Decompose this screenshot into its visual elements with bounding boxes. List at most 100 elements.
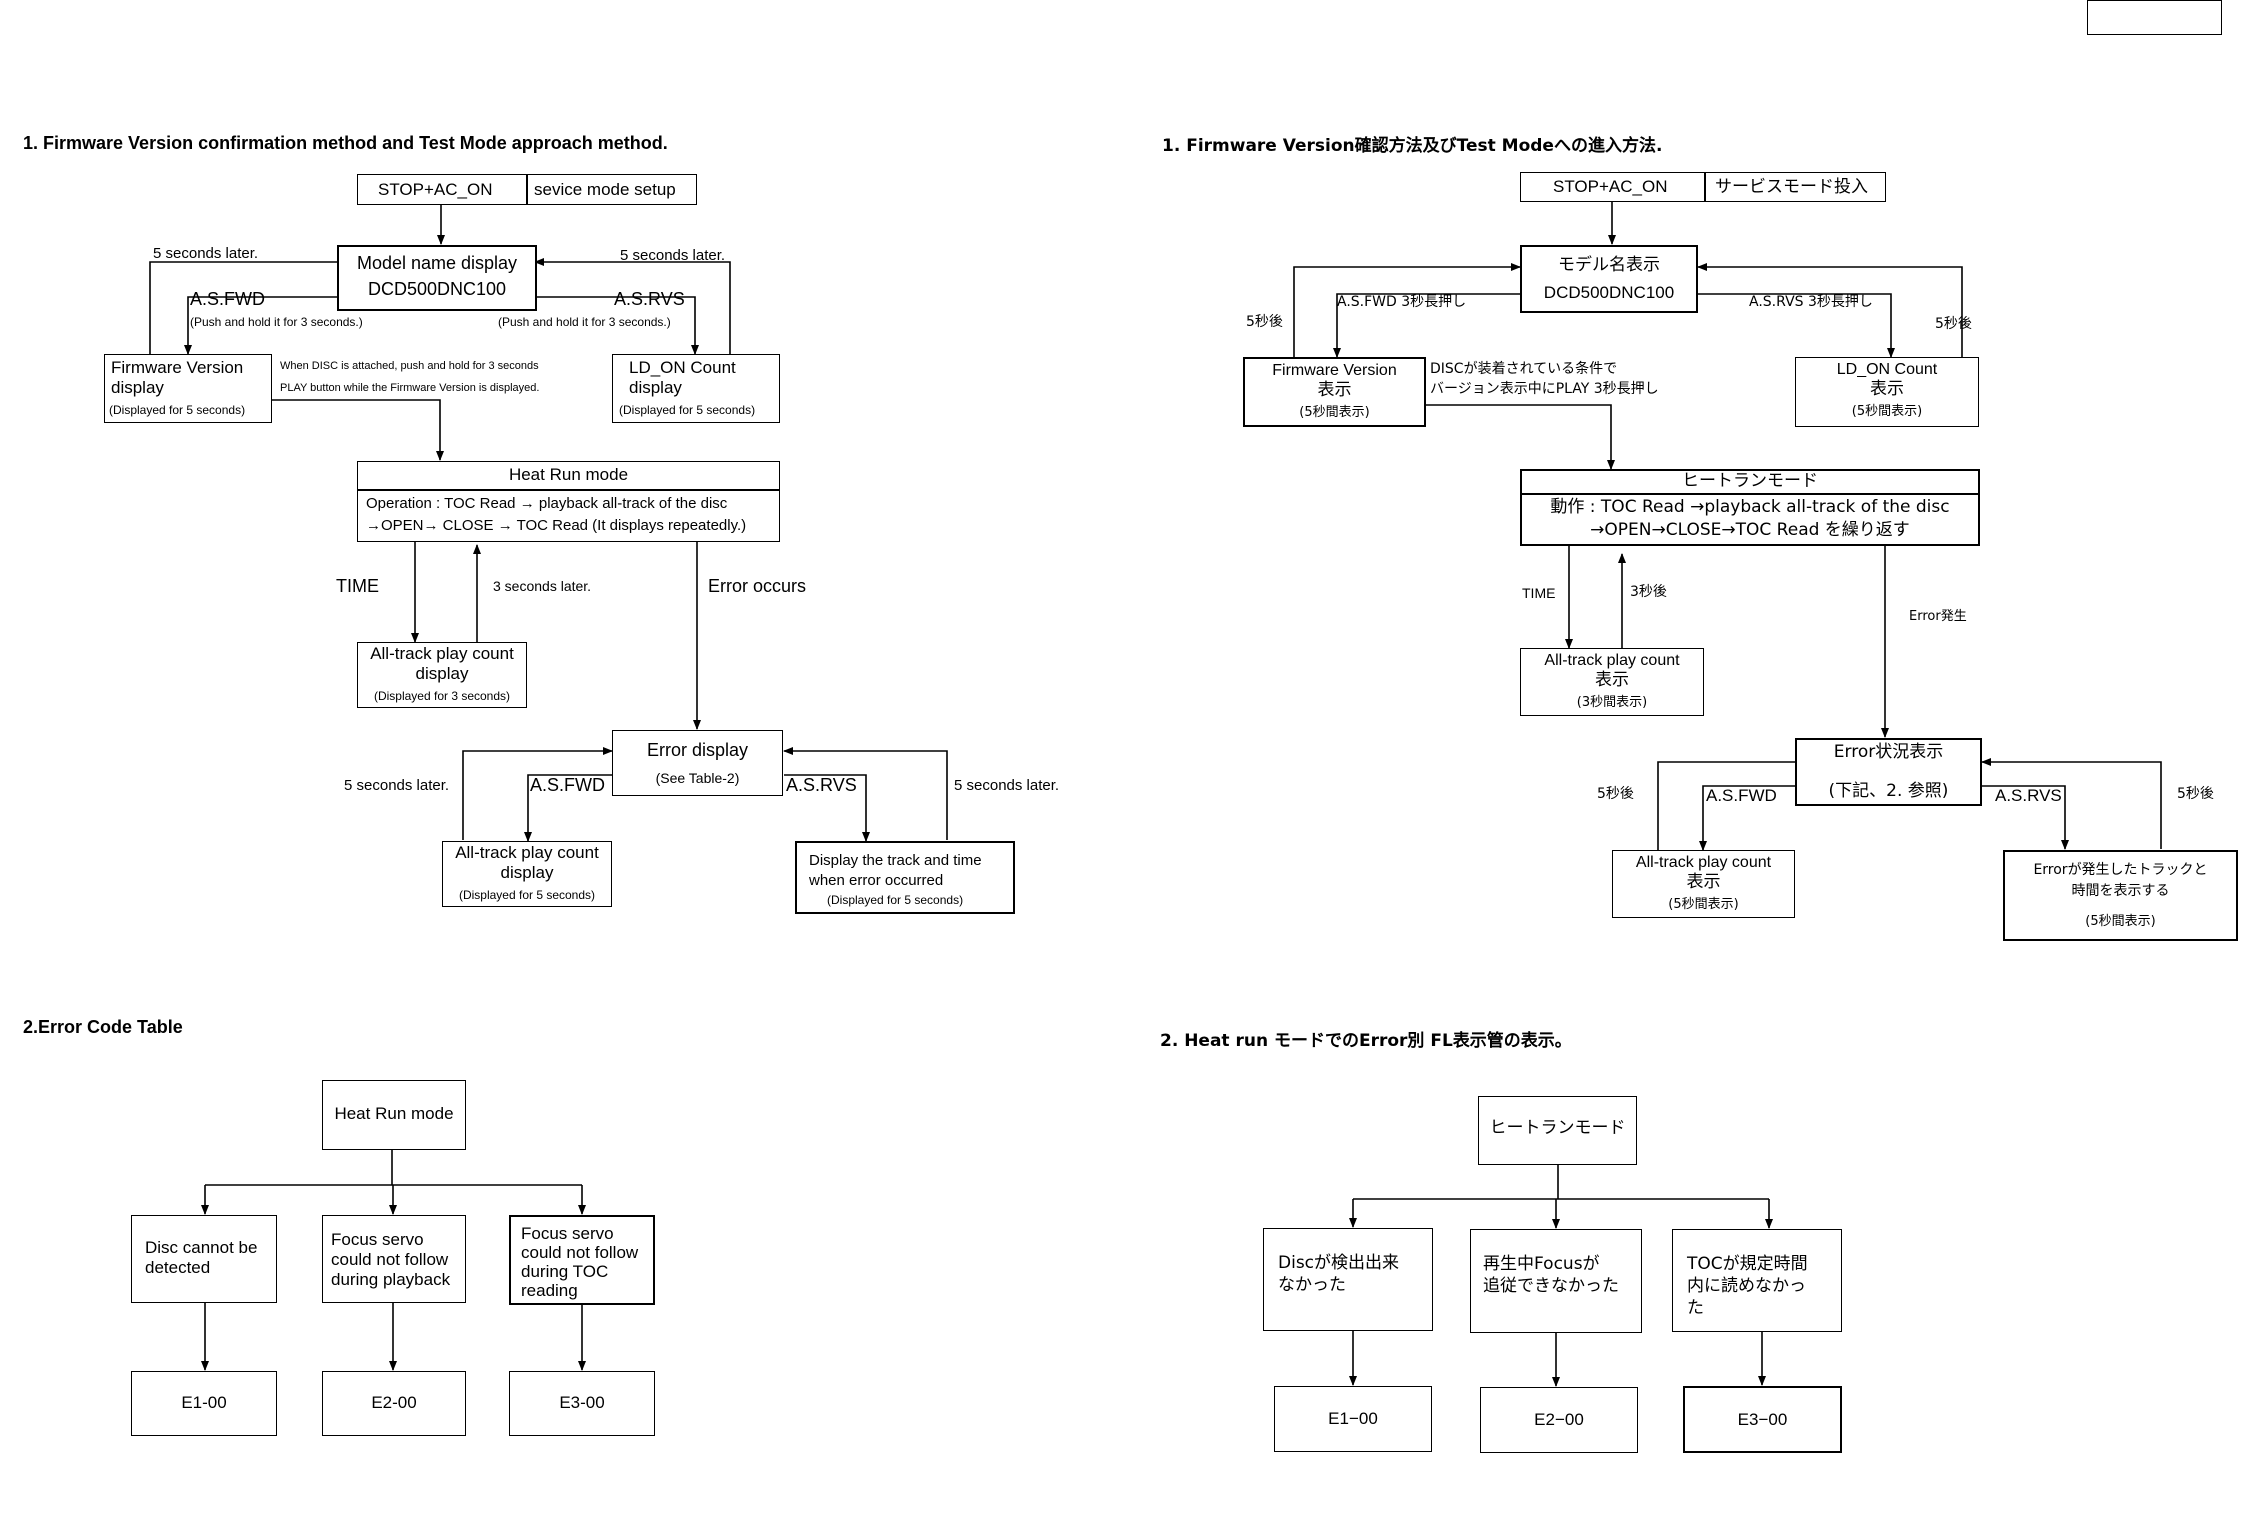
heat-run-box: Heat Run mode Operation : TOC Read → pla…	[357, 461, 780, 542]
allcount5-label-1: All-track play count	[455, 843, 599, 862]
jp-code-e1-label: E1−00	[1328, 1409, 1378, 1428]
error-display-label: Error display	[646, 740, 749, 760]
jp-fw-label-3: (5秒間表示)	[1299, 405, 1370, 420]
jp-track-time-box: Errorが発生したトラックと 時間を表示する (5秒間表示)	[2003, 850, 2238, 941]
jp-five-err-right: 5秒後	[2177, 786, 2214, 802]
jp-five-err-left: 5秒後	[1597, 786, 1634, 802]
model-number-label: DCD500DNC100	[367, 279, 507, 299]
fw-label-2: display	[111, 378, 164, 397]
three-sec-label: 3 seconds later.	[493, 578, 592, 594]
jp-cause2-label-2: 追従できなかった	[1483, 1276, 1619, 1296]
allcount-label-2: display	[415, 664, 469, 683]
model-name-label: Model name display	[356, 253, 518, 273]
time-label: TIME	[336, 576, 379, 596]
code-e1-label: E1-00	[181, 1393, 227, 1412]
jp-code-e1-box: E1−00	[1274, 1386, 1432, 1452]
err-asfwd-label: A.S.FWD	[530, 775, 605, 795]
fw-label-1: Firmware Version	[111, 358, 244, 377]
jp-disc-note-1: DISCが装着されている条件で	[1430, 361, 1618, 377]
heat-op-line-1: Operation : TOC Read → playback all-trac…	[366, 495, 728, 512]
jp-err-asfwd: A.S.FWD	[1706, 786, 1777, 805]
jp-asfwd-label: A.S.FWD 3秒長押し	[1337, 294, 1467, 310]
jp-allc-label-3: (3秒間表示)	[1576, 695, 1648, 710]
jp-cause3-label-2: 内に読めなかっ	[1687, 1276, 1806, 1296]
five-sec-err-left: 5 seconds later.	[344, 777, 450, 794]
section-title-1-jp: 1. Firmware Version確認方法及びTest Modeへの進入方法…	[1162, 136, 1663, 156]
error-occurs-label: Error occurs	[708, 576, 807, 596]
jp-err-label-1: Error状況表示	[1833, 742, 1944, 762]
jp-allc5-label-3: (5秒間表示)	[1668, 897, 1739, 912]
jp-five-left: 5秒後	[1246, 314, 1283, 330]
track-label-1: Display the track and time	[809, 852, 982, 869]
ld-label-2: display	[629, 378, 682, 397]
jp-all-track-box: All-track play count 表示 (3秒間表示)	[1520, 648, 1704, 716]
cause1-label-1: Disc cannot be	[145, 1238, 258, 1257]
jp-heat-line-2: →OPEN→CLOSE→TOC Read を繰り返す	[1590, 520, 1910, 540]
jp-trk-label-2: 時間を表示する	[2071, 883, 2170, 899]
asrvs-hold-note: (Push and hold it for 3 seconds.)	[498, 315, 671, 329]
jp-code-e2-label: E2−00	[1534, 1410, 1584, 1429]
jp-stop-ac-on-label: STOP+AC_ON	[1553, 177, 1668, 196]
jp-firmware-box: Firmware Version 表示 (5秒間表示)	[1243, 357, 1426, 427]
jp-heat-root-label: ヒートランモード	[1489, 1118, 1626, 1138]
jp-ld-label-1: LD_ON Count	[1836, 361, 1938, 378]
fw-label-3: (Displayed for 5 seconds)	[109, 403, 246, 417]
heat-run-root-box: Heat Run mode	[322, 1080, 466, 1150]
jp-five-right: 5秒後	[1935, 316, 1972, 332]
all-track-count-box: All-track play count display (Displayed …	[357, 642, 527, 708]
cause3-label-1: Focus servo	[521, 1224, 614, 1243]
jp-allc-label-2: 表示	[1595, 670, 1629, 690]
cause3-label-3: during TOC	[521, 1262, 609, 1281]
jp-cause3-label-1: TOCが規定時間	[1687, 1254, 1808, 1274]
jp-err-asrvs: A.S.RVS	[1995, 786, 2062, 805]
jp-allc-label-1: All-track play count	[1544, 652, 1680, 669]
cause2-label-3: during playback	[331, 1270, 451, 1289]
five-sec-right-label: 5 seconds later.	[620, 247, 726, 264]
jp-fw-label-2: 表示	[1317, 380, 1352, 400]
jp-service-setup-label: サービスモード投入	[1715, 177, 1868, 197]
stop-ac-on-box: STOP+AC_ON sevice mode setup	[357, 174, 697, 205]
error-see-table-label: (See Table-2)	[655, 770, 740, 786]
jp-cause1-label-1: Discが検出出来	[1278, 1253, 1400, 1273]
jp-ld-on-box: LD_ON Count 表示 (5秒間表示)	[1795, 357, 1979, 427]
track-label-3: (Displayed for 5 seconds)	[827, 893, 964, 907]
jp-time-label: TIME	[1522, 585, 1556, 601]
asfwd-hold-note: (Push and hold it for 3 seconds.)	[190, 315, 363, 329]
code-e3-box: E3-00	[509, 1371, 655, 1436]
jp-model-number: DCD500DNC100	[1543, 283, 1675, 302]
code-e3-label: E3-00	[559, 1393, 605, 1412]
asfwd-label: A.S.FWD	[190, 289, 265, 309]
cause1-label-2: detected	[145, 1258, 211, 1277]
jp-stop-ac-on-box: STOP+AC_ON サービスモード投入	[1520, 172, 1886, 202]
track-label-2: when error occurred	[809, 872, 944, 889]
cause2-label-1: Focus servo	[331, 1230, 424, 1249]
ld-label-1: LD_ON Count	[629, 358, 736, 377]
disc-note-1: When DISC is attached, push and hold for…	[280, 360, 539, 372]
cause-focus-toc-box: Focus servo could not follow during TOC …	[509, 1215, 655, 1305]
jp-code-e2-box: E2−00	[1480, 1387, 1638, 1453]
heat-op-line-2: →OPEN→ CLOSE → TOC Read (It displays rep…	[366, 517, 747, 534]
jp-model-box: モデル名表示 DCD500DNC100	[1520, 245, 1698, 313]
all-track-count-5-box: All-track play count display (Displayed …	[442, 841, 612, 907]
jp-code-e3-label: E3−00	[1737, 1410, 1788, 1429]
track-time-box: Display the track and time when error oc…	[795, 841, 1015, 914]
firmware-version-box: Firmware Version display (Displayed for …	[104, 354, 272, 423]
code-e2-label: E2-00	[371, 1393, 417, 1412]
cause-disc-box: Disc cannot be detected	[131, 1215, 277, 1303]
cause2-label-2: could not follow	[331, 1250, 449, 1269]
jp-allc5-label-1: All-track play count	[1635, 854, 1772, 871]
five-sec-err-right: 5 seconds later.	[954, 777, 1060, 794]
jp-cause-toc-box: TOCが規定時間 内に読めなかっ た	[1672, 1229, 1842, 1332]
jp-cause3-label-3: た	[1687, 1298, 1704, 1318]
cause3-label-2: could not follow	[521, 1243, 639, 1262]
stop-ac-on-label: STOP+AC_ON	[378, 180, 493, 199]
code-e2-box: E2-00	[322, 1371, 466, 1436]
jp-trk-label-1: Errorが発生したトラックと	[2033, 862, 2208, 878]
jp-ld-label-2: 表示	[1870, 379, 1904, 399]
jp-err-label-2: (下記、2. 参照)	[1828, 781, 1949, 801]
disc-note-2: PLAY button while the Firmware Version i…	[280, 382, 540, 394]
ld-label-3: (Displayed for 5 seconds)	[619, 403, 756, 417]
jp-three-label: 3秒後	[1630, 584, 1667, 600]
cause3-label-4: reading	[521, 1281, 578, 1300]
jp-code-e3-box: E3−00	[1683, 1386, 1842, 1453]
